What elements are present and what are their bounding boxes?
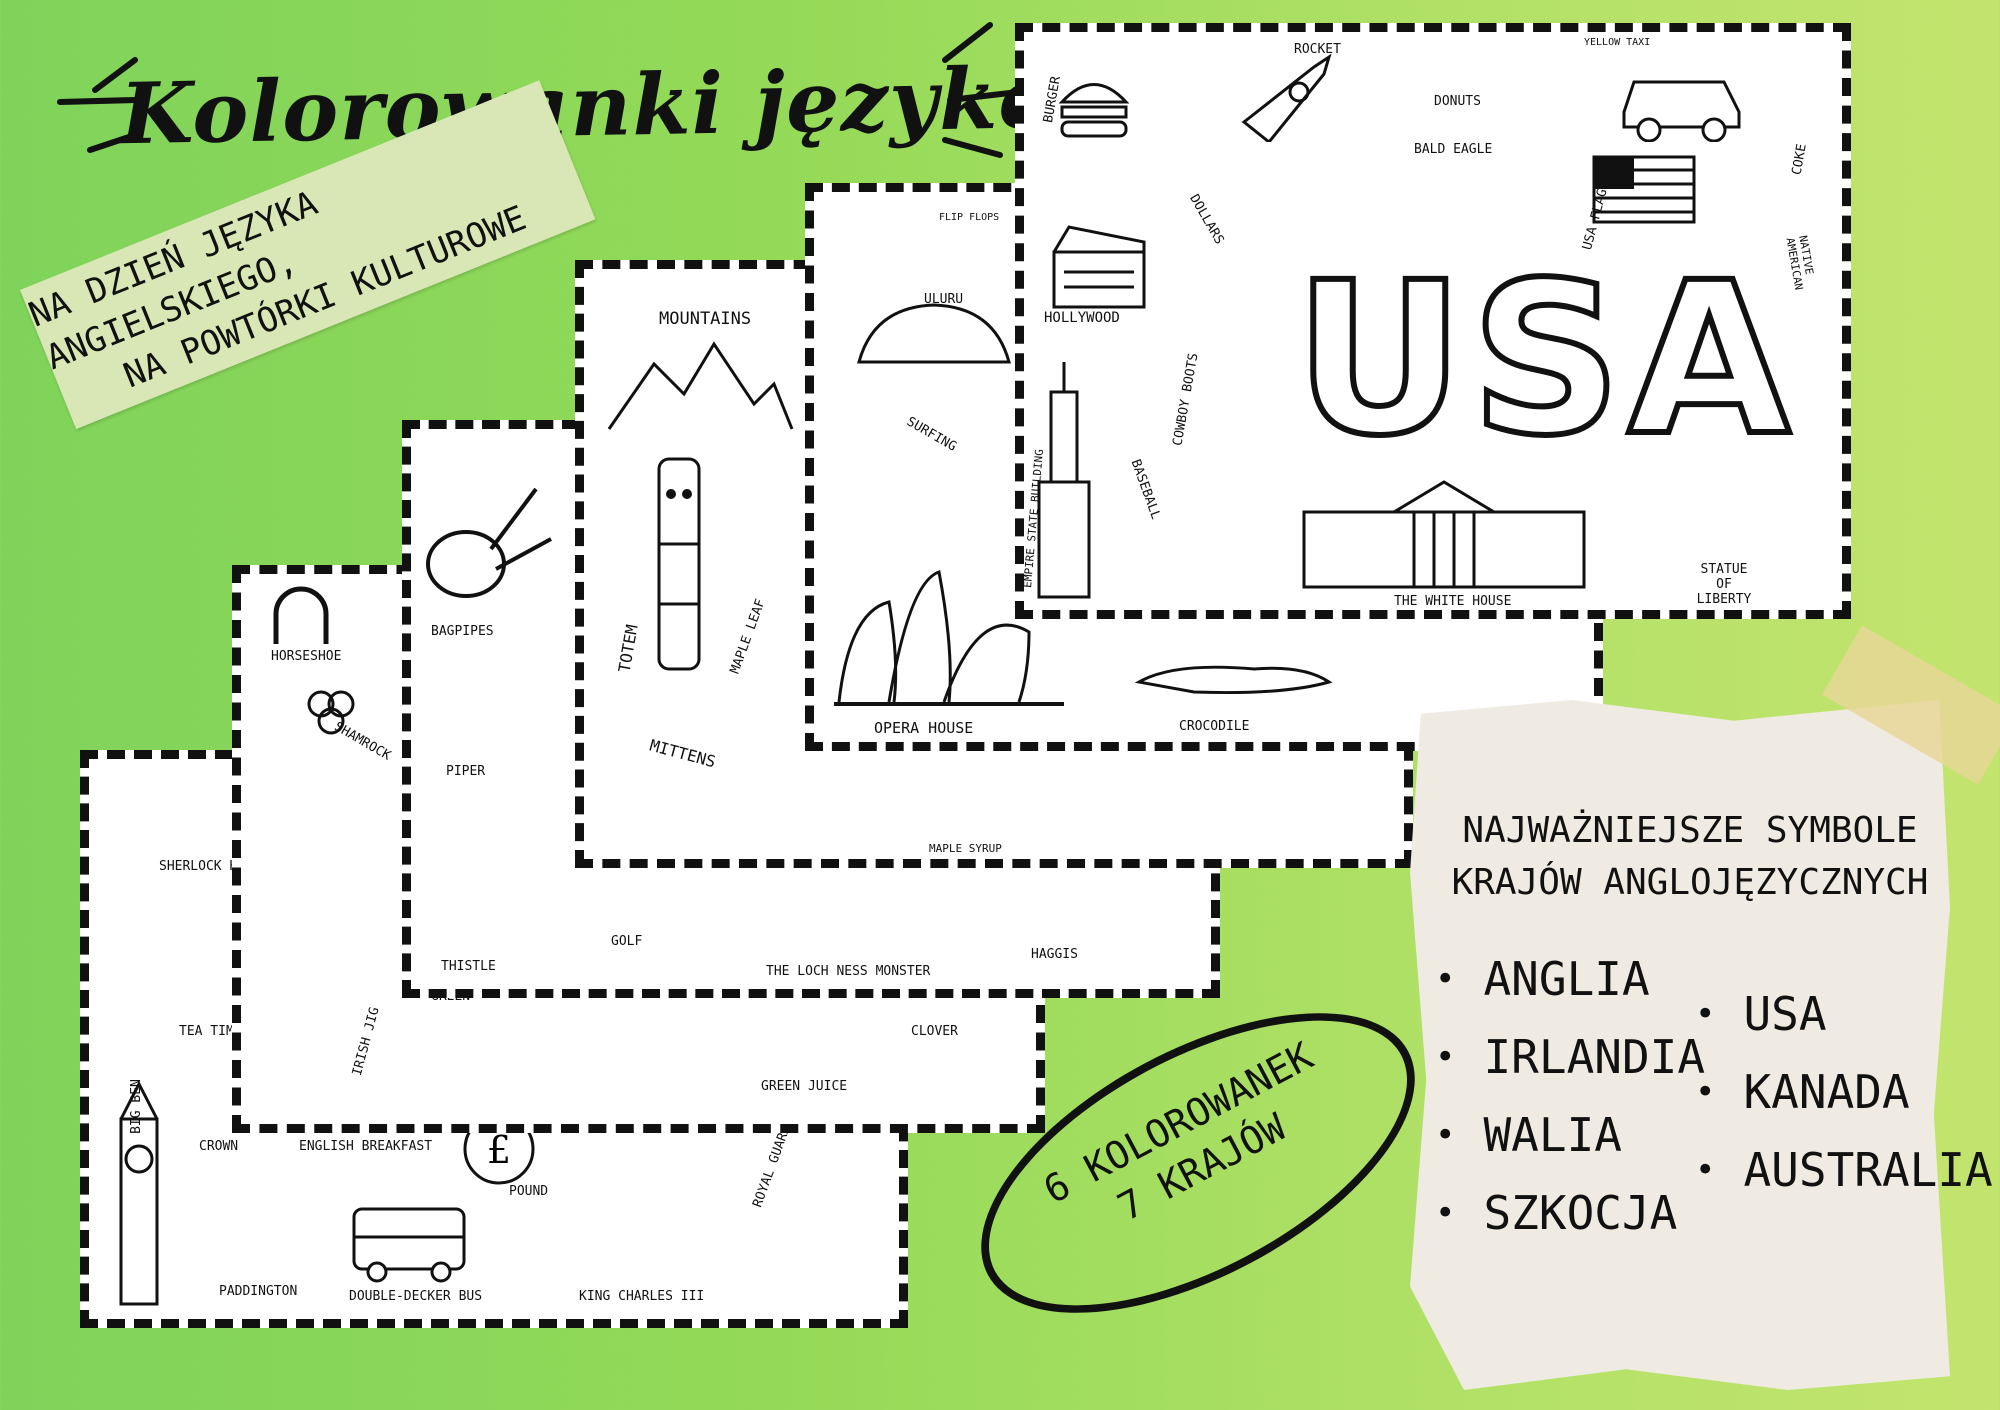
label-bus: DOUBLE-DECKER BUS [349,1289,483,1304]
label-white-house: THE WHITE HOUSE [1394,594,1512,609]
label-totem: TOTEM [614,623,642,674]
double-decker-bus-icon [352,1207,466,1283]
label-piper: PIPER [446,764,486,779]
countries-list-left: ANGLIA IRLANDIA WALIA SZKOCJA [1435,940,1705,1252]
label-royal-guard: ROYAL GUARD [750,1123,794,1210]
label-dollars: DOLLARS [1186,192,1227,247]
list-item: KANADA [1695,1053,1993,1131]
label-opera-house: OPERA HOUSE [874,719,974,737]
label-maple-syrup: MAPLE SYRUP [929,842,1002,855]
label-cowboy-boots: COWBOY BOOTS [1170,351,1202,448]
svg-text:£: £ [487,1128,511,1172]
label-crown: CROWN [199,1139,239,1154]
label-horseshoe: HORSESHOE [271,649,342,664]
label-loch-ness: THE LOCH NESS MONSTER [766,964,931,979]
countries-list-right: USA KANADA AUSTRALIA [1695,975,1993,1209]
white-house-icon [1302,480,1586,589]
label-golf: GOLF [611,934,643,949]
burst-left-icon [57,57,138,153]
label-flip-flops: FLIP FLOPS [939,212,1000,223]
uluru-icon [857,303,1011,364]
label-clover: CLOVER [911,1024,958,1039]
crocodile-icon [1134,665,1333,695]
clapperboard-icon [1052,225,1146,309]
burger-icon [1058,83,1130,138]
list-item: WALIA [1435,1096,1705,1174]
mountains-icon [607,341,794,430]
label-coke: COKE [1789,142,1810,177]
list-item: ANGLIA [1435,940,1705,1018]
label-mountains: MOUNTAINS [659,309,752,329]
list-item: IRLANDIA [1435,1018,1705,1096]
totem-icon [657,457,701,671]
note-heading-line-1: NAJWAŻNIEJSZE SYMBOLE [1462,810,1918,851]
list-item: AUSTRALIA [1695,1131,1992,1209]
label-surfing: SURFING [903,414,959,455]
big-ben-icon [119,1080,159,1306]
rocket-icon [1241,53,1332,142]
label-paddington: PADDINGTON [219,1284,298,1299]
note-heading: NAJWAŻNIEJSZE SYMBOLE KRAJÓW ANGLOJĘZYCZ… [1450,805,1930,909]
list-item: USA [1695,975,1993,1053]
label-donuts: DONUTS [1434,94,1481,109]
shamrock-icon [307,690,355,735]
usa-flag-icon [1592,155,1696,224]
label-king: KING CHARLES III [579,1289,705,1304]
label-breakfast: ENGLISH BREAKFAST [299,1139,433,1154]
label-baseball: BASEBALL [1127,457,1164,522]
label-green-juice: GREEN JUICE [761,1079,848,1094]
horseshoe-icon [273,586,329,644]
label-irish-jig: IRISH JIG [349,1005,383,1078]
note-heading-line-2: KRAJÓW ANGLOJĘZYCZNYCH [1451,862,1929,903]
label-haggis: HAGGIS [1031,947,1078,962]
label-pound: POUND [509,1184,549,1199]
label-uluru: ULURU [924,292,964,307]
label-thistle: THISTLE [441,959,496,974]
label-statue-of-liberty: STATUE OF LIBERTY [1696,562,1752,607]
label-mittens: MITTENS [647,735,718,772]
label-bagpipes: BAGPIPES [431,624,494,639]
label-tea-time: TEA TIME [179,1024,242,1039]
label-bald-eagle: BALD EAGLE [1414,142,1493,157]
bagpipes-icon [426,487,552,598]
label-crocodile: CROCODILE [1179,719,1250,734]
opera-house-icon [834,570,1064,706]
list-item: SZKOCJA [1435,1174,1705,1252]
usa-big-text: USA [1291,234,1797,485]
label-yellow-taxi: YELLOW TAXI [1584,37,1651,48]
sheet-usa: ROCKET DONUTS BURGER YELLOW TAXI BALD EA… [1015,23,1851,619]
label-maple-leaf: MAPLE LEAF [727,597,769,676]
taxi-icon [1622,80,1741,142]
empire-state-icon [1037,362,1091,599]
label-hollywood: HOLLYWOOD [1044,310,1120,326]
label-rocket: ROCKET [1294,42,1341,57]
